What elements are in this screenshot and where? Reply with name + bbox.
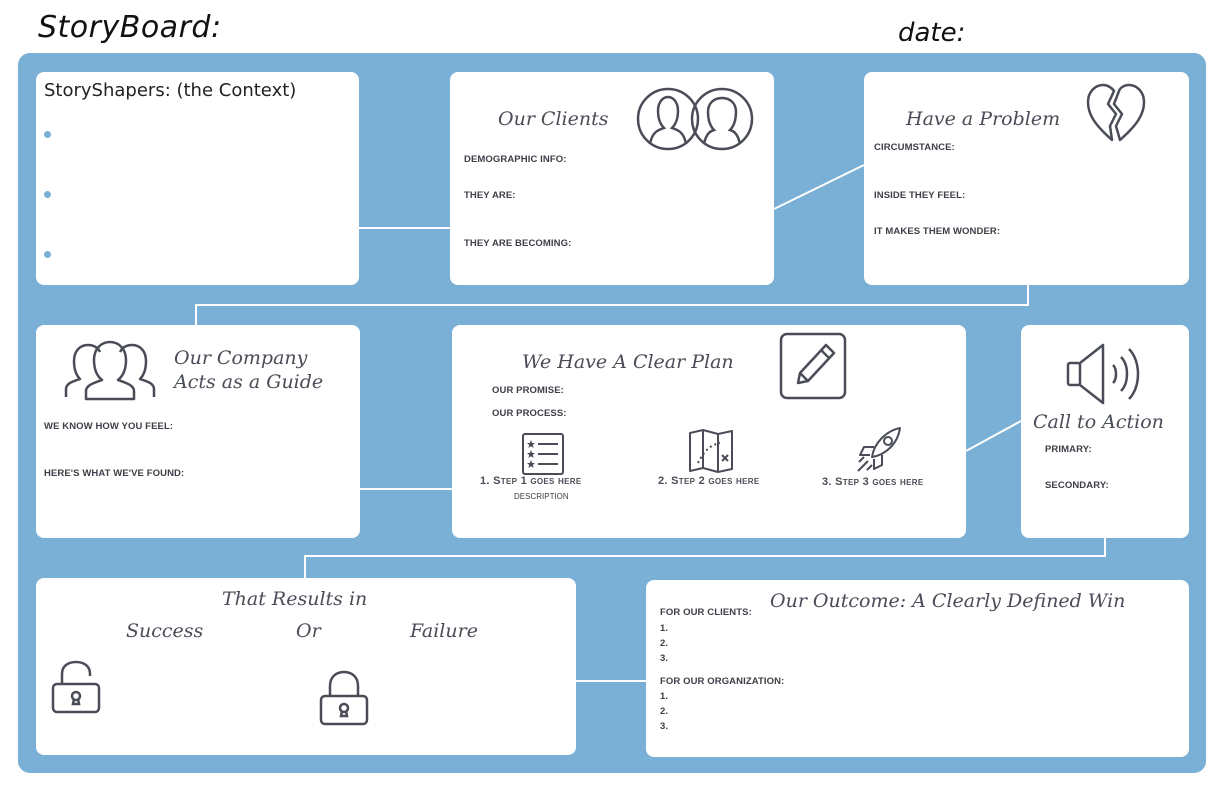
found-label: HERE'S WHAT WE'VE FOUND: xyxy=(44,468,185,479)
know-how-label: WE KNOW HOW YOU FEEL: xyxy=(44,421,174,432)
demographic-label: DEMOGRAPHIC INFO: xyxy=(464,154,567,165)
bullet-dot xyxy=(44,191,51,198)
checklist-icon xyxy=(522,433,564,475)
context-title: StoryShapers: (the Context) xyxy=(44,80,297,101)
client-item-2: 2. xyxy=(660,638,669,649)
success-label: Success xyxy=(126,620,204,642)
client-item-1: 1. xyxy=(660,623,669,634)
guide-title-line2: Acts as a Guide xyxy=(174,371,324,393)
they-are-label: THEY ARE: xyxy=(464,190,516,201)
for-organization-label: FOR OUR ORGANIZATION: xyxy=(660,676,785,687)
they-are-becoming-label: THEY ARE BECOMING: xyxy=(464,238,572,249)
plan-card: We Have A Clear Plan OUR PROMISE: OUR PR… xyxy=(452,325,966,538)
storyboard-panel: StoryShapers: (the Context) Our Clients … xyxy=(18,53,1206,773)
clients-card: Our Clients DEMOGRAPHIC INFO: THEY ARE: … xyxy=(450,72,774,285)
step-2-label: 2. Step 2 goes here xyxy=(658,475,760,487)
org-item-1: 1. xyxy=(660,691,669,702)
broken-heart-icon xyxy=(1086,83,1146,142)
for-clients-label: FOR OUR CLIENTS: xyxy=(660,607,752,618)
clients-title: Our Clients xyxy=(498,108,609,130)
problem-title: Have a Problem xyxy=(906,108,1061,130)
page-title: StoryBoard: xyxy=(38,10,222,45)
primary-label: PRIMARY: xyxy=(1045,444,1092,455)
secondary-label: SECONDARY: xyxy=(1045,480,1109,491)
problem-card: Have a Problem CIRCUMSTANCE: INSIDE THEY… xyxy=(864,72,1189,285)
failure-label: Failure xyxy=(410,620,478,642)
wonder-label: IT MAKES THEM WONDER: xyxy=(874,226,1001,237)
padlock-open-icon xyxy=(51,660,101,714)
context-card: StoryShapers: (the Context) xyxy=(36,72,359,285)
connector-lines xyxy=(195,164,1106,682)
or-label: Or xyxy=(296,620,321,642)
results-title: That Results in xyxy=(222,588,368,610)
client-item-3: 3. xyxy=(660,653,669,664)
promise-label: OUR PROMISE: xyxy=(492,385,564,396)
step-1-label: 1. Step 1 goes here xyxy=(480,475,582,487)
map-icon xyxy=(689,429,733,473)
group-people-icon xyxy=(64,340,156,401)
rocket-icon xyxy=(857,427,901,472)
plan-title: We Have A Clear Plan xyxy=(522,351,734,373)
action-title: Call to Action xyxy=(1033,411,1164,433)
two-people-icon xyxy=(636,87,754,151)
inside-feel-label: INSIDE THEY FEEL: xyxy=(874,190,966,201)
bullet-dot xyxy=(44,131,51,138)
outcome-title: Our Outcome: A Clearly Defined Win xyxy=(770,590,1126,612)
guide-card: Our Company Acts as a Guide WE KNOW HOW … xyxy=(36,325,360,538)
org-item-3: 3. xyxy=(660,721,669,732)
org-item-2: 2. xyxy=(660,706,669,717)
bullet-dot xyxy=(44,251,51,258)
step-3-label: 3. Step 3 goes here xyxy=(822,476,924,488)
results-card: That Results in Success Or Failure xyxy=(36,578,576,755)
speaker-icon xyxy=(1066,343,1140,405)
pencil-square-icon xyxy=(779,332,847,400)
circumstance-label: CIRCUMSTANCE: xyxy=(874,142,955,153)
guide-title-line1: Our Company xyxy=(174,347,308,369)
padlock-closed-icon xyxy=(319,670,369,726)
step-1-description: DESCRIPTION xyxy=(514,492,569,501)
action-card: Call to Action PRIMARY: SECONDARY: xyxy=(1021,325,1189,538)
process-label: OUR PROCESS: xyxy=(492,408,567,419)
outcome-card: Our Outcome: A Clearly Defined Win FOR O… xyxy=(646,580,1189,757)
date-label: date: xyxy=(898,18,966,48)
